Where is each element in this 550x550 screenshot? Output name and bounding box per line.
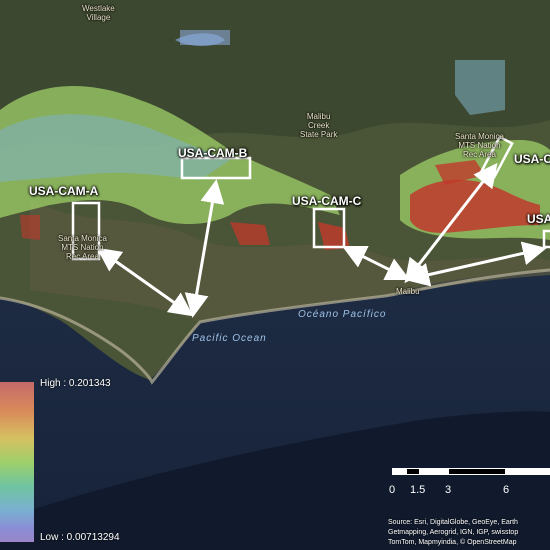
scale-segment-4 — [448, 468, 506, 475]
arrow-e — [405, 241, 547, 287]
scale-segment-2 — [406, 468, 420, 475]
scale-bar — [392, 468, 550, 476]
heat-band-north — [455, 60, 505, 115]
scale-label-3: 3 — [445, 484, 452, 496]
scale-segment-5 — [506, 468, 550, 475]
arrow-b — [184, 179, 225, 318]
legend-color-ramp — [0, 382, 34, 542]
attribution-line-2: Getmapping, Aerogrid, IGN, IGP, swisstop — [388, 529, 519, 536]
scale-label-6: 6 — [503, 484, 510, 496]
legend-high-label: High : 0.201343 — [40, 378, 111, 389]
attribution: Source: Esri, DigitalGlobe, GeoEye, Eart… — [388, 518, 550, 548]
place-malibu-creek: Malibu Creek State Park — [300, 112, 338, 139]
heat-hot-a — [20, 215, 40, 240]
camera-c-box — [312, 207, 346, 249]
legend-low-label: Low : 0.00713294 — [40, 532, 120, 543]
beach-strip — [0, 268, 550, 385]
scale-segment-1 — [392, 468, 406, 475]
place-santa-monica-mts-east: Santa Monica MTS Nation Rec Area — [455, 132, 504, 159]
water-label-oceano-pacifico: Océano Pacífico — [298, 309, 387, 320]
arrow-a — [96, 247, 194, 317]
camera-b-label: USA-CAM-B — [178, 146, 248, 160]
ocean-dark-band — [0, 411, 550, 550]
water-label-pacific-ocean: Pacific Ocean — [192, 333, 267, 344]
camera-a-box — [71, 201, 101, 261]
arrow-c — [341, 245, 411, 281]
place-santa-monica-mts-west: Santa Monica MTS Nation Rec Area — [58, 234, 107, 261]
camera-e-label: USA — [527, 212, 550, 226]
scale-label-1-5: 1.5 — [410, 484, 426, 496]
heat-band-west-core — [0, 114, 230, 182]
camera-e-box — [542, 229, 550, 249]
scale-segment-3 — [420, 468, 448, 475]
camera-c-label: USA-CAM-C — [292, 194, 362, 208]
attribution-line-1: Source: Esri, DigitalGlobe, GeoEye, Eart… — [388, 519, 518, 526]
heat-hot-c — [318, 222, 350, 250]
heat-hot-b — [230, 222, 270, 245]
place-malibu: Malibu — [396, 287, 420, 296]
scale-label-0: 0 — [389, 484, 396, 496]
camera-a-label: USA-CAM-A — [29, 184, 99, 198]
heat-band-top-lake — [180, 30, 230, 45]
camera-d-label: USA-C — [514, 152, 550, 166]
attribution-line-3: TomTom, Mapmyindia, © OpenStreetMap — [388, 539, 517, 546]
camera-b-box — [180, 156, 252, 180]
place-westlake-village: Westlake Village — [82, 4, 115, 22]
